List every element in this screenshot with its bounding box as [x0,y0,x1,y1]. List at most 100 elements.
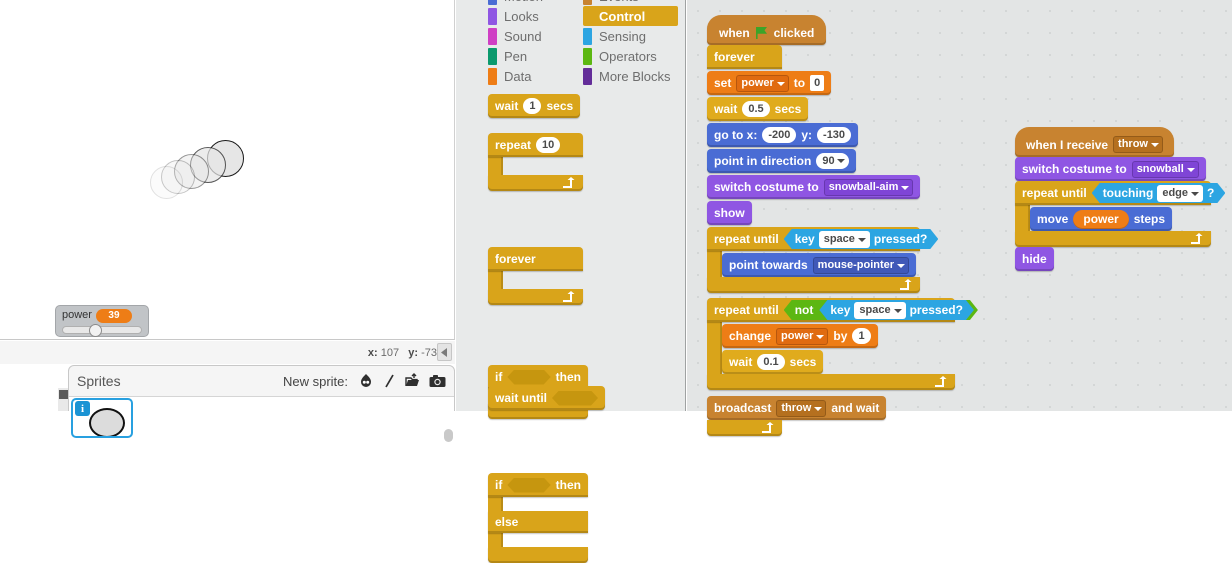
repeat-until-not-foot [707,374,955,390]
wait-until-block[interactable]: wait until [488,386,605,410]
change-variable-dropdown[interactable]: power [776,327,829,345]
repeat-until-touching-block[interactable]: repeat until touching edge ? move power … [1015,181,1211,247]
key-pressed-reporter[interactable]: key space pressed? [819,300,974,320]
switch-costume-block[interactable]: switch costume to snowball [1015,157,1206,181]
if-condition-slot[interactable] [507,370,550,385]
repeat-until-touching-top[interactable]: repeat until touching edge ? [1015,181,1211,205]
category-events[interactable]: Events [583,0,678,6]
camera-sprite-icon[interactable] [429,373,446,390]
not-operator-reporter[interactable]: not key space pressed? [784,300,978,320]
category-label: Sound [504,28,542,44]
receive-message-dropdown[interactable]: throw [1113,136,1163,153]
move-steps-block[interactable]: move power steps [1030,207,1173,231]
category-data[interactable]: Data [488,66,583,86]
wait-value-input[interactable]: 0.5 [742,101,770,117]
set-variable-dropdown[interactable]: power [736,74,789,92]
change-value-input[interactable]: 1 [852,328,871,344]
category-pen[interactable]: Pen [488,46,583,66]
pen-line-icon[interactable] [381,373,398,390]
point-towards-dropdown[interactable]: mouse-pointer [812,256,910,274]
paint-new-sprite-icon[interactable] [357,373,374,390]
stage-collapse-arrow-icon[interactable] [437,343,452,361]
if-block-top[interactable]: if then [488,365,588,389]
wait-value-input[interactable]: 0.1 [757,354,785,370]
category-motion[interactable]: Motion [488,0,583,6]
repeat-until-touching-foot [1015,231,1211,247]
sprite-pane: Sprites New sprite: i [68,365,455,442]
key-pressed-reporter[interactable]: key space pressed? [784,229,939,249]
forever-block-top[interactable]: forever [488,247,583,271]
palette-block-if-else[interactable]: if then else [488,473,588,563]
category-looks[interactable]: Looks [488,6,583,26]
point-towards-block[interactable]: point towards mouse-pointer [722,253,917,277]
else-block-mid[interactable]: else [488,511,588,533]
category-operators[interactable]: Operators [583,46,678,66]
category-control[interactable]: Control [583,6,678,26]
repeat-until-not-top[interactable]: repeat until not key space pressed? [707,298,955,322]
upload-sprite-icon[interactable] [405,373,422,390]
forever-block-top[interactable]: forever [707,45,782,69]
go-to-y-input[interactable]: -130 [817,127,852,143]
palette-block-forever[interactable]: forever [488,247,583,305]
script-green-flag[interactable]: when clicked forever set power to 0 [707,15,826,436]
scripts-canvas[interactable]: when clicked forever set power to 0 [687,0,1232,436]
switch-costume-dropdown[interactable]: snowball [1131,160,1199,178]
touching-target-dropdown[interactable]: edge [1157,185,1203,202]
go-to-xy-block[interactable]: go to x: -200 y: -130 [707,123,859,147]
watcher-slider-knob[interactable] [89,324,102,337]
palette-block-wait[interactable]: wait 1 secs [488,94,581,118]
wait-until-condition-slot[interactable] [552,391,598,406]
wait-value-input[interactable]: 1 [523,98,542,114]
if-else-condition-slot[interactable] [507,478,550,493]
point-in-direction-block[interactable]: point in direction 90 [707,149,856,173]
set-variable-block[interactable]: set power to 0 [707,71,832,95]
power-variable-reporter[interactable]: power [1073,209,1129,229]
sprite-list[interactable]: i [69,396,454,442]
show-block[interactable]: show [707,201,752,225]
repeat-block-top[interactable]: repeat 10 [488,133,583,157]
category-more-blocks[interactable]: More Blocks [583,66,678,86]
key-dropdown[interactable]: space [854,302,905,319]
broadcast-label: broadcast [714,401,772,415]
wait-block[interactable]: wait 0.1 secs [722,350,824,374]
then-label: then [555,370,581,384]
stage-thumbnail-icon[interactable] [59,390,68,399]
point-in-direction-dropdown[interactable]: 90 [816,153,849,169]
set-value-input[interactable]: 0 [810,75,825,91]
watcher-slider[interactable] [62,324,142,337]
category-label: Pen [504,48,528,64]
script-when-i-receive[interactable]: when I receive throw switch costume to s… [1015,127,1232,271]
repeat-until-key-block[interactable]: repeat until key space pressed? [707,227,920,293]
touching-reporter[interactable]: touching edge ? [1092,183,1226,203]
palette-block-repeat[interactable]: repeat 10 [488,133,583,191]
stage-canvas[interactable]: power 39 [0,0,454,337]
palette-block-wait-until[interactable]: wait until [488,386,605,410]
loop-arrow-icon [935,376,947,387]
go-to-x-input[interactable]: -200 [762,127,797,143]
repeat-until-not-key-block[interactable]: repeat until not key space pressed? [707,298,955,390]
wait-block[interactable]: wait 1 secs [488,94,581,118]
switch-costume-block[interactable]: switch costume to snowball-aim [707,175,921,199]
when-green-flag-clicked-block[interactable]: when clicked [707,15,827,45]
when-i-receive-block[interactable]: when I receive throw [1015,127,1174,157]
key-dropdown[interactable]: space [819,231,870,248]
hide-block[interactable]: hide [1015,247,1054,271]
change-variable-block[interactable]: change power by 1 [722,324,878,348]
sprite-list-scrollbar[interactable] [444,429,453,442]
change-by-label: by [833,329,848,343]
switch-costume-dropdown[interactable]: snowball-aim [823,178,914,196]
sprite-info-icon[interactable]: i [75,401,90,416]
category-sound[interactable]: Sound [488,26,583,46]
category-color-swatch [488,0,497,5]
broadcast-and-wait-block[interactable]: broadcast throw and wait [707,396,887,420]
repeat-until-top[interactable]: repeat until key space pressed? [707,227,920,251]
sprite-thumbnail-snowball[interactable]: i [71,398,133,438]
variable-watcher-power[interactable]: power 39 [55,305,149,337]
if-else-block-top[interactable]: if then [488,473,588,497]
repeat-value-input[interactable]: 10 [536,137,561,153]
forever-block[interactable]: forever set power to 0 wait 0.5 [707,45,782,436]
category-sensing[interactable]: Sensing [583,26,678,46]
broadcast-message-dropdown[interactable]: throw [776,399,827,417]
wait-block[interactable]: wait 0.5 secs [707,97,809,121]
